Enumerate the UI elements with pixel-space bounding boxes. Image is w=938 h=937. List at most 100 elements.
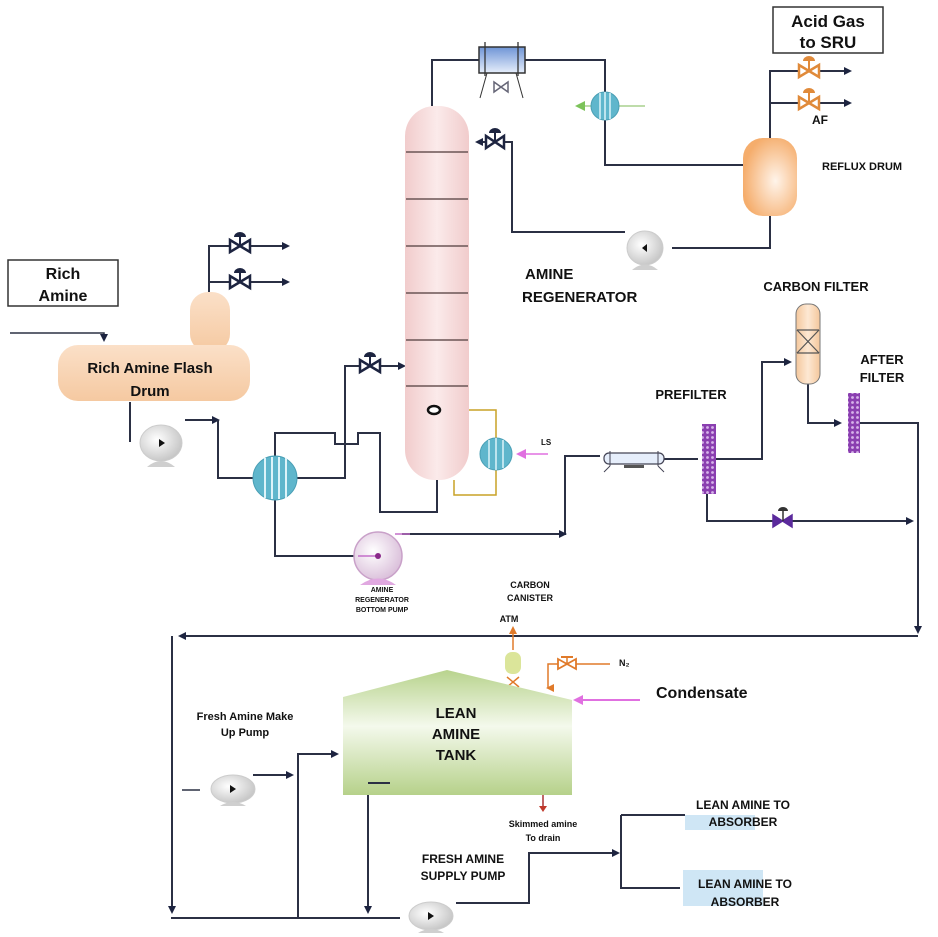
absorber-1-label-1: LEAN AMINE TO — [696, 798, 790, 812]
acid-gas-label-1: Acid Gas — [791, 12, 865, 31]
flash-drum-label-1: Rich Amine Flash — [87, 360, 212, 377]
skimmed-label-1: Skimmed amine — [509, 819, 578, 829]
tank-outlet-line — [364, 782, 390, 914]
bottom-pump-label-2: REGENERATOR — [355, 597, 409, 604]
reflux-drum: REFLUX DRUM — [743, 138, 902, 216]
acid-gas-label-2: to SRU — [800, 33, 857, 52]
pump-direction-icon — [428, 912, 434, 920]
reflux-drum-label: REFLUX DRUM — [822, 161, 902, 173]
flash-drum-label-2: Drum — [130, 383, 169, 400]
amine-regenerator-column: AMINE REGENERATOR — [405, 106, 637, 480]
lean-rich-exchanger[interactable] — [252, 455, 298, 501]
overhead-air-cooler[interactable] — [478, 42, 526, 99]
carbon-filter[interactable] — [795, 303, 821, 385]
flash-drum-boot — [190, 292, 230, 352]
after-filter-label-1: AFTER — [860, 352, 904, 367]
supply-pump-discharge — [456, 849, 620, 904]
acid-gas-valve-2-af[interactable] — [797, 88, 821, 112]
prefilter-to-carbon-filter-line — [716, 358, 792, 460]
reboiler-liquid-draw — [453, 470, 497, 496]
rich-amine-pump[interactable] — [139, 424, 183, 467]
supply-pump-label-2: SUPPLY PUMP — [421, 869, 506, 883]
fresh-amine-makeup-pump[interactable] — [210, 774, 256, 806]
reflux-return-valve[interactable] — [484, 128, 506, 151]
lean-tank-label-3: TANK — [436, 747, 477, 764]
makeup-pump-label-1: Fresh Amine Make — [197, 711, 294, 723]
absorber-2-label-1: LEAN AMINE TO — [698, 877, 792, 891]
rich-amine-flash-drum: Rich Amine Flash Drum — [58, 292, 250, 401]
prefilter-label: PREFILTER — [655, 387, 727, 402]
lean-amine-tank-body — [343, 670, 572, 795]
lean-amine-to-absorber-2: LEAN AMINE TO ABSORBER — [683, 870, 792, 909]
acid-gas-box — [772, 6, 884, 54]
reflux-return-line — [500, 141, 625, 233]
flash-vent-valve-1[interactable] — [228, 232, 252, 255]
bottom-pump-label-3: BOTTOM PUMP — [356, 607, 409, 614]
absorber-2-label-2: ABSORBER — [711, 895, 780, 909]
atm-arrow-icon — [509, 626, 517, 634]
pump-direction-icon — [642, 244, 647, 252]
trim-condenser[interactable] — [590, 91, 620, 121]
exchanger-to-bottom-pump-line — [274, 498, 355, 557]
pump-direction-icon — [159, 439, 165, 447]
after-filter[interactable] — [848, 393, 860, 453]
n2-label: N₂ — [619, 658, 630, 668]
pump-direction-icon — [230, 785, 236, 793]
reflux-drum-body — [743, 138, 797, 216]
n2-blanket-line — [546, 663, 610, 692]
acid-gas-outlet-1 — [769, 67, 852, 138]
fan-icon — [493, 80, 509, 94]
absorber-1-label-2: ABSORBER — [709, 815, 778, 829]
amine-regenerator-bottom-pump[interactable] — [353, 531, 403, 585]
af-label: AF — [812, 113, 828, 127]
condensate-label: Condensate — [656, 685, 748, 702]
flash-vent-valve-2[interactable] — [228, 268, 252, 291]
n2-blanket-valve[interactable] — [557, 656, 577, 671]
fresh-amine-supply-pump[interactable] — [408, 901, 454, 933]
cooling-water-arrow-icon — [575, 101, 585, 111]
regenerator-label-1: AMINE — [525, 266, 573, 283]
acid-gas-destination: Acid Gas to SRU — [772, 6, 884, 54]
filter-bypass-valve[interactable] — [772, 507, 793, 529]
pump-direction-icon — [375, 553, 381, 559]
lean-tank-label-2: AMINE — [432, 726, 480, 743]
bottom-pump-discharge-line — [402, 455, 600, 535]
atm-label: ATM — [500, 614, 519, 624]
rich-amine-label-2: Amine — [39, 288, 88, 305]
regenerator-label-2: REGENERATOR — [522, 289, 637, 306]
acid-gas-valve-1[interactable] — [797, 56, 821, 80]
flash-vent-line-1 — [208, 242, 290, 296]
lean-amine-tank: LEAN AMINE TANK — [343, 670, 572, 795]
absorber-2-highlight — [683, 870, 763, 906]
rich-amine-box — [7, 259, 119, 307]
lean-amine-to-absorber-1: LEAN AMINE TO ABSORBER — [685, 798, 790, 830]
rich-amine-label-1: Rich — [46, 266, 81, 283]
makeup-pump-label-2: Up Pump — [221, 727, 270, 739]
carbon-canister[interactable] — [505, 652, 521, 688]
flash-drum-body — [58, 345, 250, 401]
bottom-pump-label-1: AMINE — [371, 587, 394, 594]
afterfilter-outlet-line — [860, 422, 919, 630]
condenser-to-reflux-line — [525, 59, 770, 166]
ls-label: LS — [541, 438, 552, 447]
reflux-drum-outlet — [672, 215, 771, 249]
absorber-split-line — [620, 815, 680, 889]
after-filter-label-2: FILTER — [860, 370, 905, 385]
carbon-filter-label: CARBON FILTER — [763, 279, 869, 294]
reboiler-exchanger[interactable] — [479, 437, 513, 471]
reboiler-return-nozzle — [426, 404, 442, 416]
filter-bypass-line — [706, 494, 914, 525]
reflux-pump[interactable] — [626, 230, 664, 270]
carbon-to-afterfilter-line — [807, 384, 842, 427]
absorber-1-highlight — [685, 815, 755, 830]
rich-to-exchanger-line — [217, 420, 255, 479]
overhead-vapor-line — [431, 59, 480, 106]
lean-amine-cooler[interactable] — [603, 451, 665, 473]
carbon-canister-label-1: CARBON — [510, 580, 550, 590]
rich-amine-feed-line — [10, 332, 108, 342]
makeup-to-tank-line — [297, 750, 339, 918]
column-feed-valve[interactable] — [358, 352, 382, 375]
carbon-canister-label-2: CANISTER — [507, 593, 554, 603]
prefilter[interactable] — [702, 424, 716, 494]
